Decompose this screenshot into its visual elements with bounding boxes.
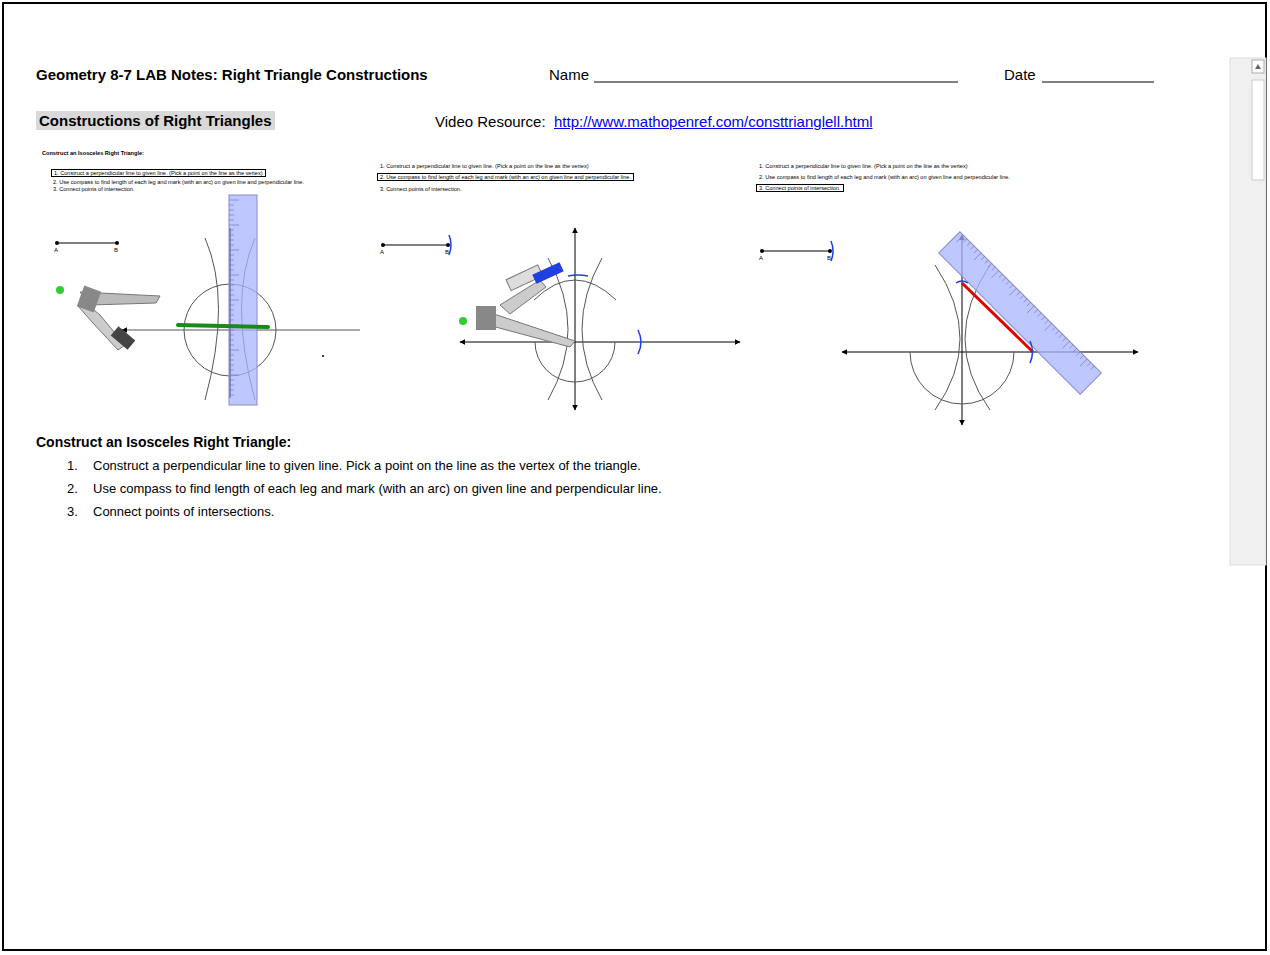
step-number: 1. <box>67 459 78 474</box>
thumb-step: 1. Construct a perpendicular line to giv… <box>759 163 968 169</box>
point-label: A <box>380 249 384 256</box>
resource-label: Video Resource: <box>435 113 546 130</box>
field-label: Name <box>549 66 589 83</box>
boxed-step: 2. Use compass to find length of each le… <box>377 173 634 181</box>
thumb-step: 2. Use compass to find length of each le… <box>759 174 1010 180</box>
point-label: B <box>445 249 449 256</box>
resource-link: http://www.mathopenref.com/consttriangle… <box>554 113 872 130</box>
construction-step-2 <box>381 228 740 410</box>
page-border <box>3 3 1266 950</box>
date-line <box>1042 82 1154 83</box>
highlighted-heading: Constructions of Right Triangles <box>36 111 275 130</box>
thumb-step: 2. Use compass to find length of each le… <box>53 179 304 185</box>
point-label: A <box>759 255 763 262</box>
step-text: Construct a perpendicular line to given … <box>93 459 641 474</box>
step-text: Use compass to find length of each leg a… <box>93 482 662 497</box>
field-label: Date <box>1004 66 1036 83</box>
boxed-step: 1. Construct a perpendicular line to giv… <box>51 169 266 177</box>
construction-step-3 <box>760 232 1138 425</box>
step-number: 3. <box>67 505 78 520</box>
point-label: B <box>827 255 831 262</box>
point-label: A <box>54 247 58 254</box>
thumb-step: 3. Connect points of intersection. <box>53 186 134 192</box>
step-number: 2. <box>67 482 78 497</box>
section-heading: Construct an Isosceles Right Triangle: <box>36 434 291 450</box>
node-text: Constructions of Right Triangles <box>39 112 272 129</box>
point-label: B <box>114 247 118 254</box>
scrollbar <box>1230 58 1266 565</box>
thumb-step: 3. Connect points of intersection. <box>380 186 461 192</box>
step-text: Connect points of intersections. <box>93 505 274 520</box>
thumb-step: 1. Construct a perpendicular line to giv… <box>380 163 589 169</box>
node-text: 3. Connect points of intersection. <box>759 185 841 191</box>
thumb-heading: Construct an Isosceles Right Triangle: <box>42 150 144 156</box>
boxed-step: 3. Connect points of intersection. <box>756 184 844 192</box>
node-text: 1. Construct a perpendicular line to giv… <box>54 170 263 176</box>
worksheet-title: Geometry 8-7 LAB Notes: Right Triangle C… <box>36 66 428 83</box>
construction-step-1 <box>55 195 360 405</box>
name-line <box>594 82 958 83</box>
node-text: 2. Use compass to find length of each le… <box>380 174 631 180</box>
